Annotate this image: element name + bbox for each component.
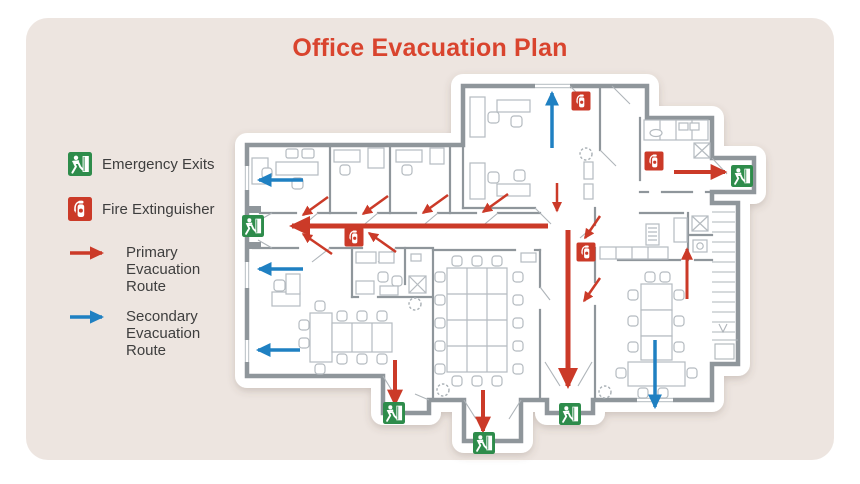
- furniture: [251, 96, 711, 399]
- fire-extinguisher-icon: [571, 91, 591, 111]
- legend: Emergency Exits Fire Extinguisher Primar…: [68, 152, 238, 359]
- primary-route-arrow: [421, 193, 449, 215]
- plants: [408, 147, 612, 399]
- fire-extinguisher-icon: [644, 151, 664, 171]
- fire-extinguisher-icon: [576, 242, 596, 262]
- primary-route-arrow: [481, 192, 509, 214]
- emergency-exit-icon: [242, 215, 264, 237]
- legend-label: Secondary Evacuation Route: [126, 308, 201, 359]
- legend-item-fire-extinguisher: Fire Extinguisher: [68, 197, 238, 221]
- primary-route-arrow-icon: [70, 246, 105, 260]
- interior-walls: [247, 84, 714, 402]
- emergency-exit-icon: [559, 403, 581, 425]
- primary-route-arrow: [582, 277, 602, 303]
- legend-label: Primary Evacuation Route: [126, 244, 201, 295]
- route-arrows-layer: [255, 90, 728, 434]
- emergency-exit-icon: [473, 432, 495, 454]
- primary-route-arrow: [583, 215, 602, 240]
- page-title: Office Evacuation Plan: [292, 34, 568, 62]
- primary-route-arrow: [301, 195, 329, 217]
- legend-item-emergency-exits: Emergency Exits: [68, 152, 238, 176]
- staircase: [712, 211, 738, 360]
- primary-route-arrow: [301, 232, 333, 256]
- door-lines: [257, 85, 728, 420]
- legend-item-primary-route: Primary Evacuation Route: [68, 244, 238, 295]
- primary-route-arrow: [367, 231, 397, 254]
- legend-item-secondary-route: Secondary Evacuation Route: [68, 308, 238, 359]
- legend-label: Emergency Exits: [102, 155, 215, 173]
- emergency-exit-icon: [383, 402, 405, 424]
- fire-extinguisher-icon: [344, 227, 364, 247]
- legend-label: Fire Extinguisher: [102, 200, 215, 218]
- primary-route-arrow: [361, 194, 389, 216]
- emergency-exit-icon: [731, 165, 753, 187]
- secondary-route-arrow-icon: [70, 310, 105, 324]
